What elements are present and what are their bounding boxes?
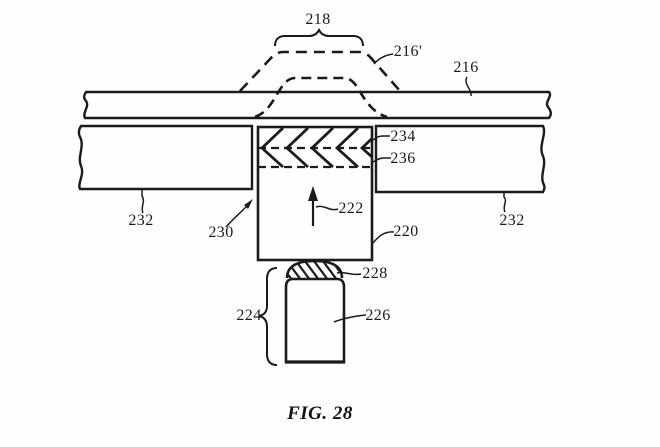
label-230: 230 — [208, 224, 234, 241]
figure-caption: FIG. 28 — [287, 403, 353, 424]
label-234: 234 — [390, 128, 416, 145]
label-216-prime: 216' — [393, 43, 423, 60]
leader-216 — [465, 76, 472, 97]
label-226: 226 — [365, 307, 391, 324]
substrate-left-block — [77, 124, 254, 191]
leader-226 — [333, 314, 367, 323]
leader-234 — [372, 135, 390, 141]
bump-outline-dashed — [239, 50, 401, 92]
brace-224 — [258, 267, 278, 366]
brace-218 — [274, 27, 364, 47]
leader-232-right — [503, 193, 507, 213]
label-232-left: 232 — [128, 212, 154, 229]
label-216: 216 — [453, 59, 479, 76]
label-222: 222 — [338, 200, 364, 217]
upward-arrow-icon — [308, 186, 318, 226]
leader-232-left — [141, 190, 145, 214]
layer-216-band — [82, 90, 552, 120]
label-224: 224 — [236, 307, 262, 324]
label-232-right: 232 — [499, 212, 525, 229]
label-236: 236 — [390, 150, 416, 167]
leader-222 — [315, 205, 339, 211]
leader-228 — [336, 271, 362, 276]
bump-inner-dashed — [254, 76, 388, 119]
shaft-226 — [284, 277, 346, 364]
leader-230-curve — [225, 205, 248, 228]
leader-230-arrowhead-icon — [244, 199, 253, 209]
label-228: 228 — [362, 265, 388, 282]
label-220: 220 — [393, 223, 419, 240]
leader-216p — [373, 53, 394, 65]
substrate-right-block — [374, 124, 546, 194]
leader-220 — [372, 231, 395, 244]
leader-236 — [372, 157, 391, 163]
label-218: 218 — [305, 11, 331, 28]
